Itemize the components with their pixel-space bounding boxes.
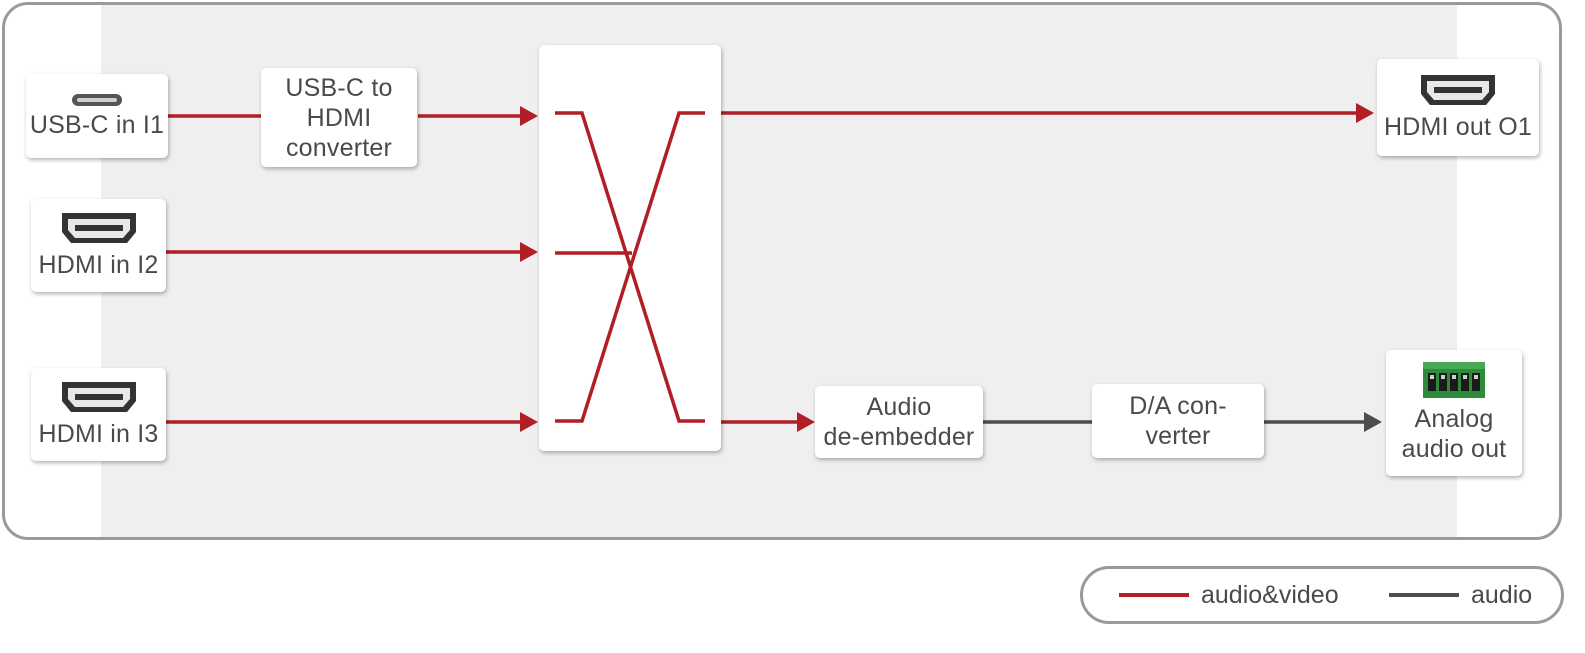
legend: audio&video audio xyxy=(1080,566,1564,624)
crosspoint-routing-icon xyxy=(555,111,705,423)
crosspoint-switch xyxy=(539,45,721,451)
converter-label: USB-C to HDMI converter xyxy=(285,73,393,162)
hdmi-input-i3: HDMI in I3 xyxy=(31,368,166,461)
audio-de-embedder: Audio de-embedder xyxy=(815,386,983,458)
hdmi-port-icon xyxy=(61,212,136,243)
da-converter: D/A con- verter xyxy=(1092,384,1264,458)
usb-c-port-icon xyxy=(72,94,122,106)
legend-item-audio-video: audio&video xyxy=(1119,569,1339,621)
analog-audio-output-label: Analog audio out xyxy=(1401,405,1507,463)
arrow-head xyxy=(520,412,538,432)
analog-audio-output: Analog audio out xyxy=(1386,350,1522,476)
hdmi-input-i2-label: HDMI in I2 xyxy=(38,250,159,279)
usb-c-input-i1: USB-C in I1 xyxy=(26,74,168,158)
legend-item-audio: audio xyxy=(1389,569,1532,621)
legend-label-audio-video: audio&video xyxy=(1201,580,1339,609)
terminal-block-connector-icon xyxy=(1423,362,1485,398)
hdmi-output-label: HDMI out O1 xyxy=(1383,112,1533,141)
da-converter-label: D/A con- verter xyxy=(1129,392,1227,450)
arrow-head xyxy=(1364,412,1382,432)
hdmi-input-i3-label: HDMI in I3 xyxy=(38,419,159,448)
hdmi-port-icon xyxy=(61,381,136,412)
hdmi-input-i2: HDMI in I2 xyxy=(31,199,166,292)
arrow-head xyxy=(797,412,815,432)
usb-c-input-label: USB-C in I1 xyxy=(29,111,165,139)
legend-swatch-audio xyxy=(1389,593,1459,597)
legend-swatch-audio-video xyxy=(1119,593,1189,597)
arrow-head xyxy=(520,106,538,126)
usb-c-to-hdmi-converter: USB-C to HDMI converter xyxy=(261,68,417,167)
hdmi-port-icon xyxy=(1421,74,1495,105)
legend-label-audio: audio xyxy=(1471,580,1533,609)
arrow-head xyxy=(520,242,538,262)
audio-de-embedder-label: Audio de-embedder xyxy=(823,393,975,451)
arrow-head xyxy=(1356,103,1374,123)
hdmi-output-o1: HDMI out O1 xyxy=(1377,59,1539,156)
